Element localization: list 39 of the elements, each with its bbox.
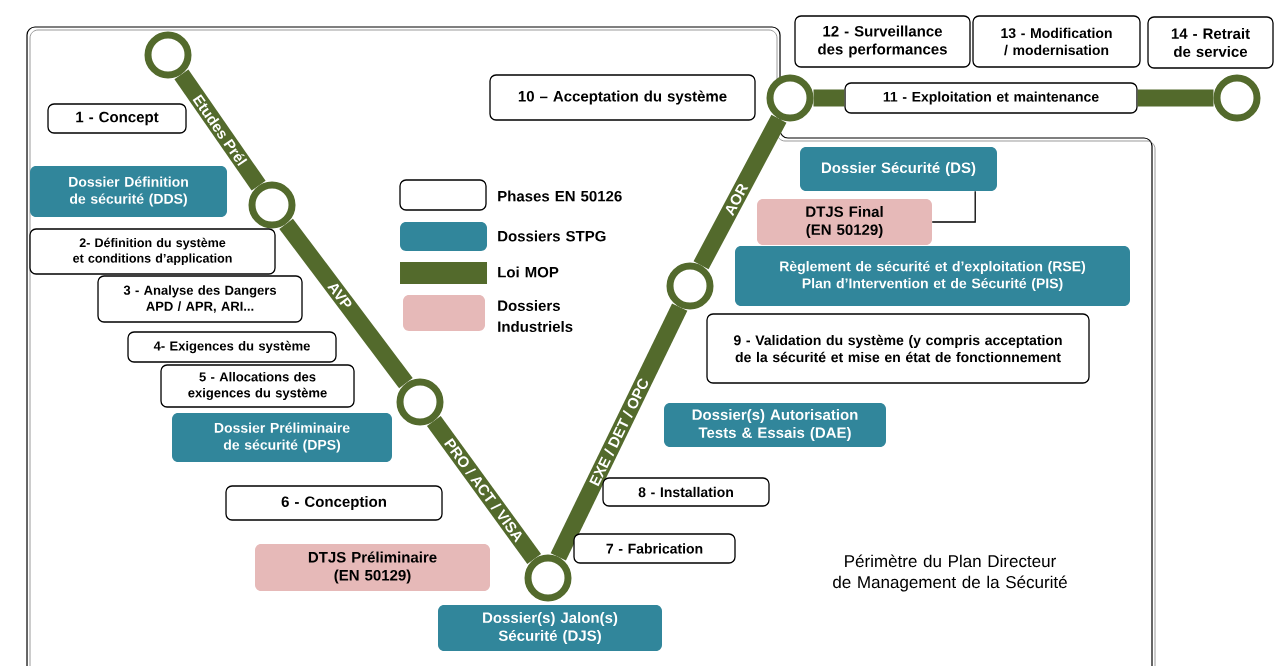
- dossier-box: Dossier Sécurité (DS): [800, 147, 997, 191]
- phase-box: 9 - Validation du système (y compris acceptation de la sécurité et mise en état de fonctionnement: [706, 313, 1090, 384]
- phase-box: 13 - Modification / modernisation: [972, 15, 1141, 68]
- document-box: DTJS Final (EN 50129): [757, 199, 932, 245]
- dossier-box: Dossier Préliminaire de sécurité (DPS): [172, 413, 392, 462]
- milestone-circle: [524, 554, 572, 602]
- edge-label: AVP: [327, 283, 352, 307]
- phase-box: 14 - Retrait de service: [1147, 16, 1274, 69]
- phase-box: 12 - Surveillance des performances: [794, 15, 971, 68]
- milestone-circle: [248, 181, 296, 229]
- dossier-box: Dossier(s) Jalon(s) Sécurité (DJS): [438, 605, 662, 651]
- track-line: [813, 89, 845, 107]
- phase-box: 3 - Analyse des Dangers APD / APR, ARI...: [97, 275, 303, 323]
- legend-label: Loi MOP: [498, 266, 559, 278]
- legend-label: Dossiers Industriels: [498, 300, 573, 332]
- track-line: [550, 303, 688, 561]
- milestone-circle: [396, 378, 444, 426]
- phase-box: 8 - Installation: [602, 477, 770, 507]
- phase-box: 5 - Allocations des exigences du système: [160, 364, 355, 408]
- phase-box: 7 - Fabrication: [573, 533, 736, 564]
- phase-box: 10 – Acceptation du système: [489, 74, 756, 121]
- dossier-box: Règlement de sécurité et d’exploitation (RSE) Plan d’Intervention et de Sécurité (PIS): [735, 246, 1130, 306]
- phase-box: 1 - Concept: [47, 103, 187, 134]
- track-line: [693, 114, 787, 270]
- phase-box: 4- Exigences du système: [127, 331, 337, 363]
- edge-label: AOR: [725, 183, 749, 217]
- connector-line: [931, 190, 976, 223]
- dossier-box: Dossier Définition de sécurité (DDS): [30, 166, 227, 217]
- track-line: [426, 416, 542, 564]
- milestone-circle: [1213, 74, 1261, 122]
- milestone-circle: [666, 262, 714, 310]
- milestone-circle: [766, 74, 814, 122]
- dossier-box: Dossier(s) Autorisation Tests & Essais (DAE): [664, 403, 886, 447]
- legend-label: Dossiers STPG: [498, 230, 606, 242]
- phase-box: 6 - Conception: [225, 485, 443, 521]
- milestone-circle: [144, 31, 192, 79]
- document-box: DTJS Préliminaire (EN 50129): [255, 544, 490, 591]
- legend-label: Phases EN 50126: [498, 190, 622, 202]
- track-line: [174, 69, 266, 191]
